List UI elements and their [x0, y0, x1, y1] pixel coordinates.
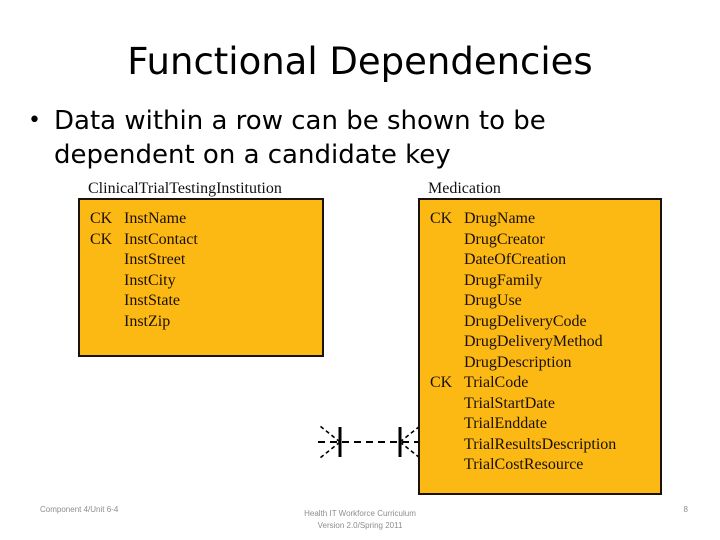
table-row: InstStreet	[80, 250, 322, 271]
table-row: TrialEnddate	[420, 414, 660, 435]
table-row: DrugCreator	[420, 230, 660, 251]
attribute-list: CK InstName CK InstContact InstStreet In…	[80, 200, 322, 341]
entity-attribute-box: CK DrugName DrugCreator DateOfCreation D…	[418, 198, 662, 495]
candidate-key-marker: CK	[90, 210, 113, 227]
attribute-name: InstState	[124, 292, 180, 309]
attribute-name: DrugDeliveryMethod	[464, 333, 603, 350]
table-row: DateOfCreation	[420, 250, 660, 271]
entity-title: Medication	[428, 180, 501, 197]
footer-component-label: Component 4/Unit 6-4	[40, 505, 119, 514]
table-row: CK InstContact	[80, 230, 322, 251]
bullet-text: Data within a row can be shown to be dep…	[54, 106, 546, 170]
table-row: DrugUse	[420, 291, 660, 312]
attribute-name: TrialStartDate	[464, 394, 555, 412]
table-row: InstCity	[80, 271, 322, 292]
table-row: TrialResultsDescription	[420, 435, 660, 456]
slide-footer: Component 4/Unit 6-4 Health IT Workforce…	[0, 500, 720, 540]
page-title: Functional Dependencies	[127, 40, 593, 83]
table-row: InstZip	[80, 312, 322, 333]
table-row: DrugDeliveryMethod	[420, 332, 660, 353]
attribute-name: InstCity	[124, 271, 176, 289]
table-row: DrugFamily	[420, 271, 660, 292]
attribute-name: TrialCode	[464, 374, 529, 391]
attribute-name: InstContact	[124, 230, 198, 248]
table-row: TrialCostResource	[420, 455, 660, 476]
entity-attribute-box: CK InstName CK InstContact InstStreet In…	[78, 198, 324, 357]
bullet-list: • Data within a row can be shown to be d…	[28, 104, 668, 172]
footer-curriculum-line2: Version 2.0/Spring 2011	[317, 521, 403, 530]
attribute-name: InstStreet	[124, 251, 186, 268]
attribute-name: DrugCreator	[464, 230, 545, 248]
table-row: TrialStartDate	[420, 394, 660, 415]
attribute-name: DateOfCreation	[464, 251, 567, 268]
attribute-name: DrugName	[464, 210, 536, 227]
table-row: DrugDeliveryCode	[420, 312, 660, 333]
attribute-name: DrugDescription	[464, 353, 572, 371]
list-item: • Data within a row can be shown to be d…	[28, 104, 668, 172]
candidate-key-marker: CK	[430, 374, 453, 391]
attribute-list: CK DrugName DrugCreator DateOfCreation D…	[420, 200, 660, 485]
attribute-name: InstZip	[124, 312, 171, 330]
attribute-name: TrialEnddate	[464, 415, 547, 432]
footer-curriculum-label: Health IT Workforce Curriculum Version 2…	[240, 508, 480, 532]
table-row: CK TrialCode	[420, 373, 660, 394]
attribute-name: TrialCostResource	[464, 456, 584, 473]
table-row: DrugDescription	[420, 353, 660, 374]
relationship-connector	[318, 418, 422, 466]
attribute-name: DrugDeliveryCode	[464, 312, 587, 330]
candidate-key-marker: CK	[90, 230, 113, 248]
bullet-point-icon: •	[28, 108, 41, 133]
table-row: CK DrugName	[420, 209, 660, 230]
footer-curriculum-line1: Health IT Workforce Curriculum	[304, 509, 416, 518]
attribute-name: DrugUse	[464, 292, 522, 309]
table-row: InstState	[80, 291, 322, 312]
attribute-name: DrugFamily	[464, 271, 543, 289]
table-row: CK InstName	[80, 209, 322, 230]
attribute-name: TrialResultsDescription	[464, 435, 617, 453]
er-diagram: ClinicalTrialTestingInstitution CK InstN…	[0, 180, 720, 500]
candidate-key-marker: CK	[430, 210, 453, 227]
attribute-name: InstName	[124, 210, 187, 227]
page-number: 8	[683, 505, 688, 514]
entity-title: ClinicalTrialTestingInstitution	[88, 180, 282, 197]
